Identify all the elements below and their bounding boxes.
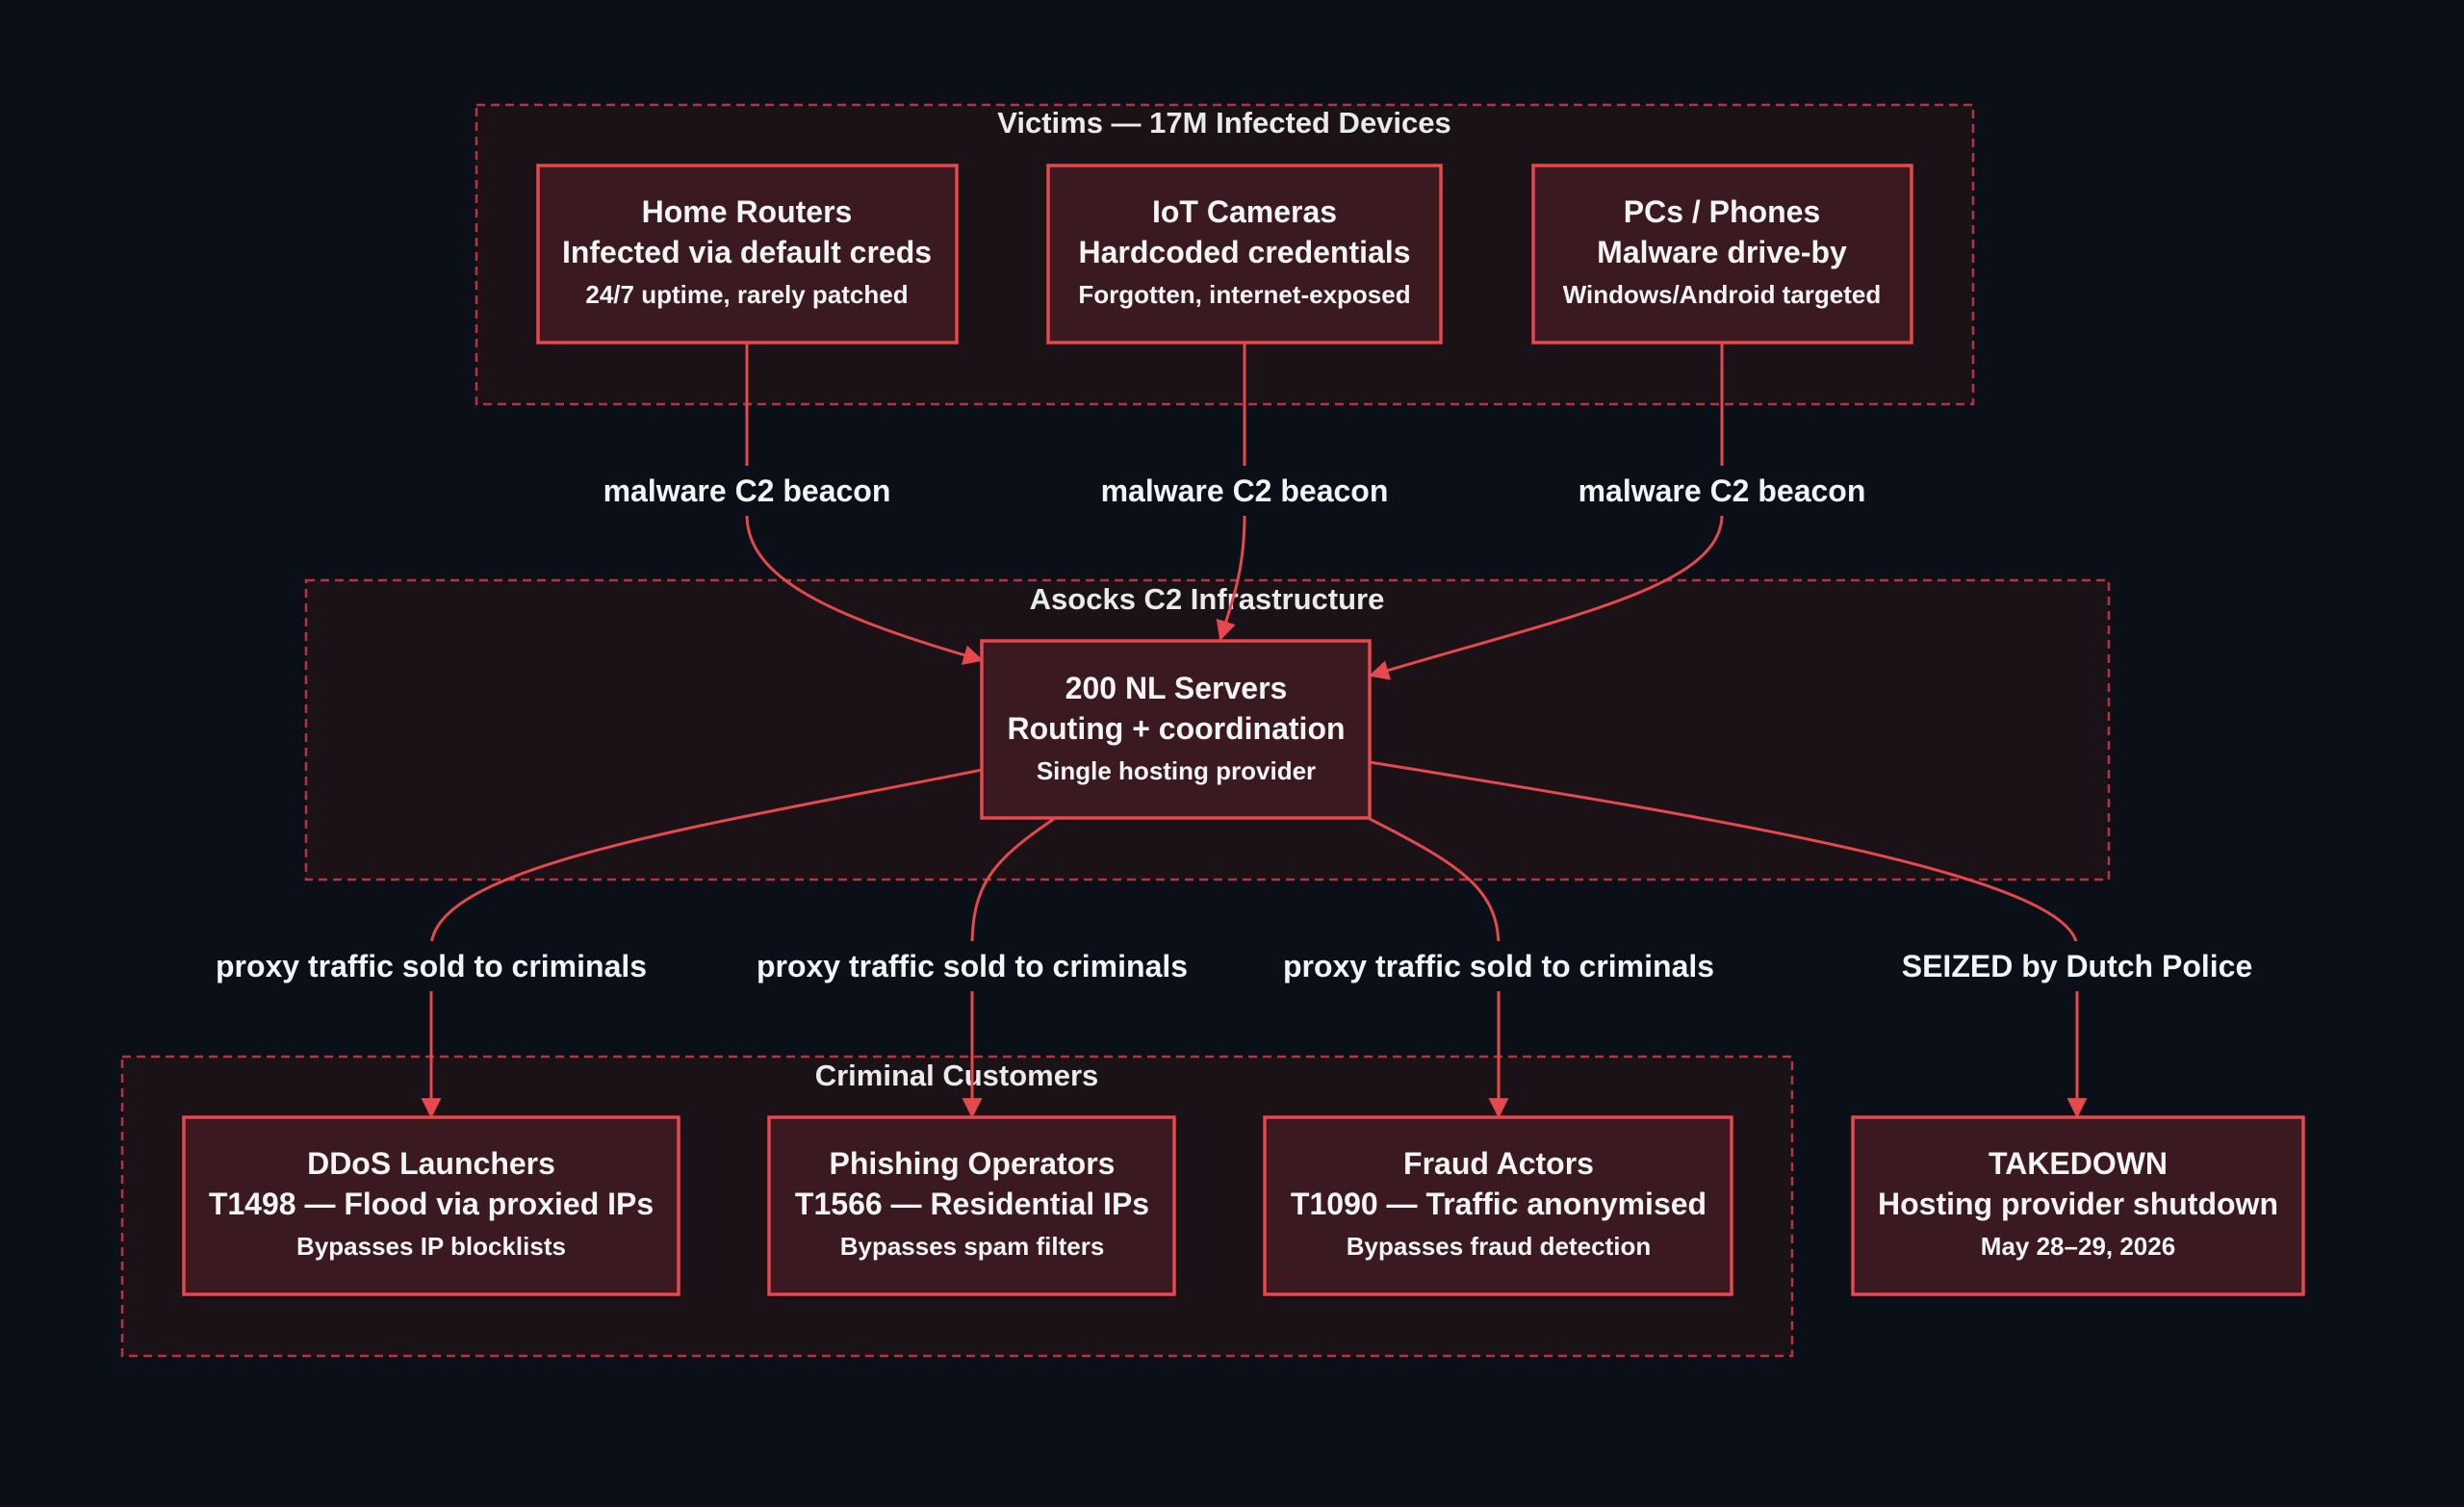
node-phishing-title: Phishing Operators	[830, 1146, 1116, 1181]
node-home-routers-title: Home Routers	[642, 194, 853, 229]
edge-c2-to-fraud: proxy traffic sold to criminals	[1279, 817, 1718, 1119]
node-ddos-subtitle: T1498 — Flood via proxied IPs	[209, 1187, 654, 1221]
node-nl-servers-detail: Single hosting provider	[1037, 756, 1316, 785]
node-takedown-subtitle: Hosting provider shutdown	[1878, 1187, 2278, 1221]
edge-label-takedown: SEIZED by Dutch Police	[1902, 949, 2253, 983]
node-nl-servers-title: 200 NL Servers	[1065, 671, 1288, 705]
edge-c2-to-phishing: proxy traffic sold to criminals	[753, 817, 1192, 1119]
node-ddos-launchers: DDoS Launchers T1498 — Flood via proxied…	[182, 1115, 680, 1296]
node-phishing-subtitle: T1566 — Residential IPs	[795, 1187, 1149, 1221]
node-pcs-phones-title: PCs / Phones	[1624, 194, 1821, 229]
node-home-routers-subtitle: Infected via default creds	[562, 235, 932, 269]
node-fraud-actors: Fraud Actors T1090 — Traffic anonymised …	[1263, 1115, 1733, 1296]
node-iot-cameras-detail: Forgotten, internet-exposed	[1078, 280, 1410, 309]
edge-label-fraud: proxy traffic sold to criminals	[1283, 949, 1714, 983]
node-fraud-title: Fraud Actors	[1403, 1146, 1594, 1181]
cluster-customers-title: Criminal Customers	[815, 1059, 1099, 1092]
node-fraud-subtitle: T1090 — Traffic anonymised	[1291, 1187, 1707, 1221]
node-pcs-phones-subtitle: Malware drive-by	[1597, 235, 1847, 269]
node-home-routers-detail: 24/7 uptime, rarely patched	[585, 280, 908, 309]
node-home-routers: Home Routers Infected via default creds …	[536, 164, 959, 345]
cluster-c2-title: Asocks C2 Infrastructure	[1030, 582, 1385, 616]
edge-routers-to-c2: malware C2 beacon	[578, 344, 985, 665]
node-pcs-phones: PCs / Phones Malware drive-by Windows/An…	[1531, 164, 1913, 345]
node-iot-cameras-title: IoT Cameras	[1152, 194, 1337, 229]
edge-cameras-to-c2: malware C2 beacon	[1074, 344, 1415, 642]
node-takedown-title: TAKEDOWN	[1989, 1146, 2168, 1181]
node-iot-cameras-subtitle: Hardcoded credentials	[1079, 235, 1411, 269]
edge-c2-to-takedown: SEIZED by Dutch Police	[1369, 760, 2262, 1119]
edge-label-phishing: proxy traffic sold to criminals	[757, 949, 1188, 983]
node-takedown-detail: May 28–29, 2026	[1981, 1232, 2175, 1261]
edge-label-routers: malware C2 beacon	[603, 473, 891, 508]
node-iot-cameras: IoT Cameras Hardcoded credentials Forgot…	[1046, 164, 1443, 345]
node-fraud-detail: Bypasses fraud detection	[1347, 1232, 1651, 1261]
node-pcs-phones-detail: Windows/Android targeted	[1563, 280, 1882, 309]
edge-label-pcs: malware C2 beacon	[1578, 473, 1866, 508]
node-ddos-detail: Bypasses IP blocklists	[296, 1232, 566, 1261]
edge-c2-to-ddos: proxy traffic sold to criminals	[212, 768, 983, 1119]
node-nl-servers-subtitle: Routing + coordination	[1007, 711, 1345, 746]
node-phishing-detail: Bypasses spam filters	[840, 1232, 1105, 1261]
edge-pcs-to-c2: malware C2 beacon	[1368, 344, 1892, 680]
edge-label-ddos: proxy traffic sold to criminals	[216, 949, 647, 983]
node-takedown: TAKEDOWN Hosting provider shutdown May 2…	[1851, 1115, 2305, 1296]
node-nl-servers: 200 NL Servers Routing + coordination Si…	[980, 639, 1372, 820]
node-ddos-title: DDoS Launchers	[307, 1146, 555, 1181]
cluster-victims-title: Victims — 17M Infected Devices	[997, 106, 1451, 140]
node-phishing-operators: Phishing Operators T1566 — Residential I…	[767, 1115, 1176, 1296]
edge-label-cameras: malware C2 beacon	[1101, 473, 1389, 508]
